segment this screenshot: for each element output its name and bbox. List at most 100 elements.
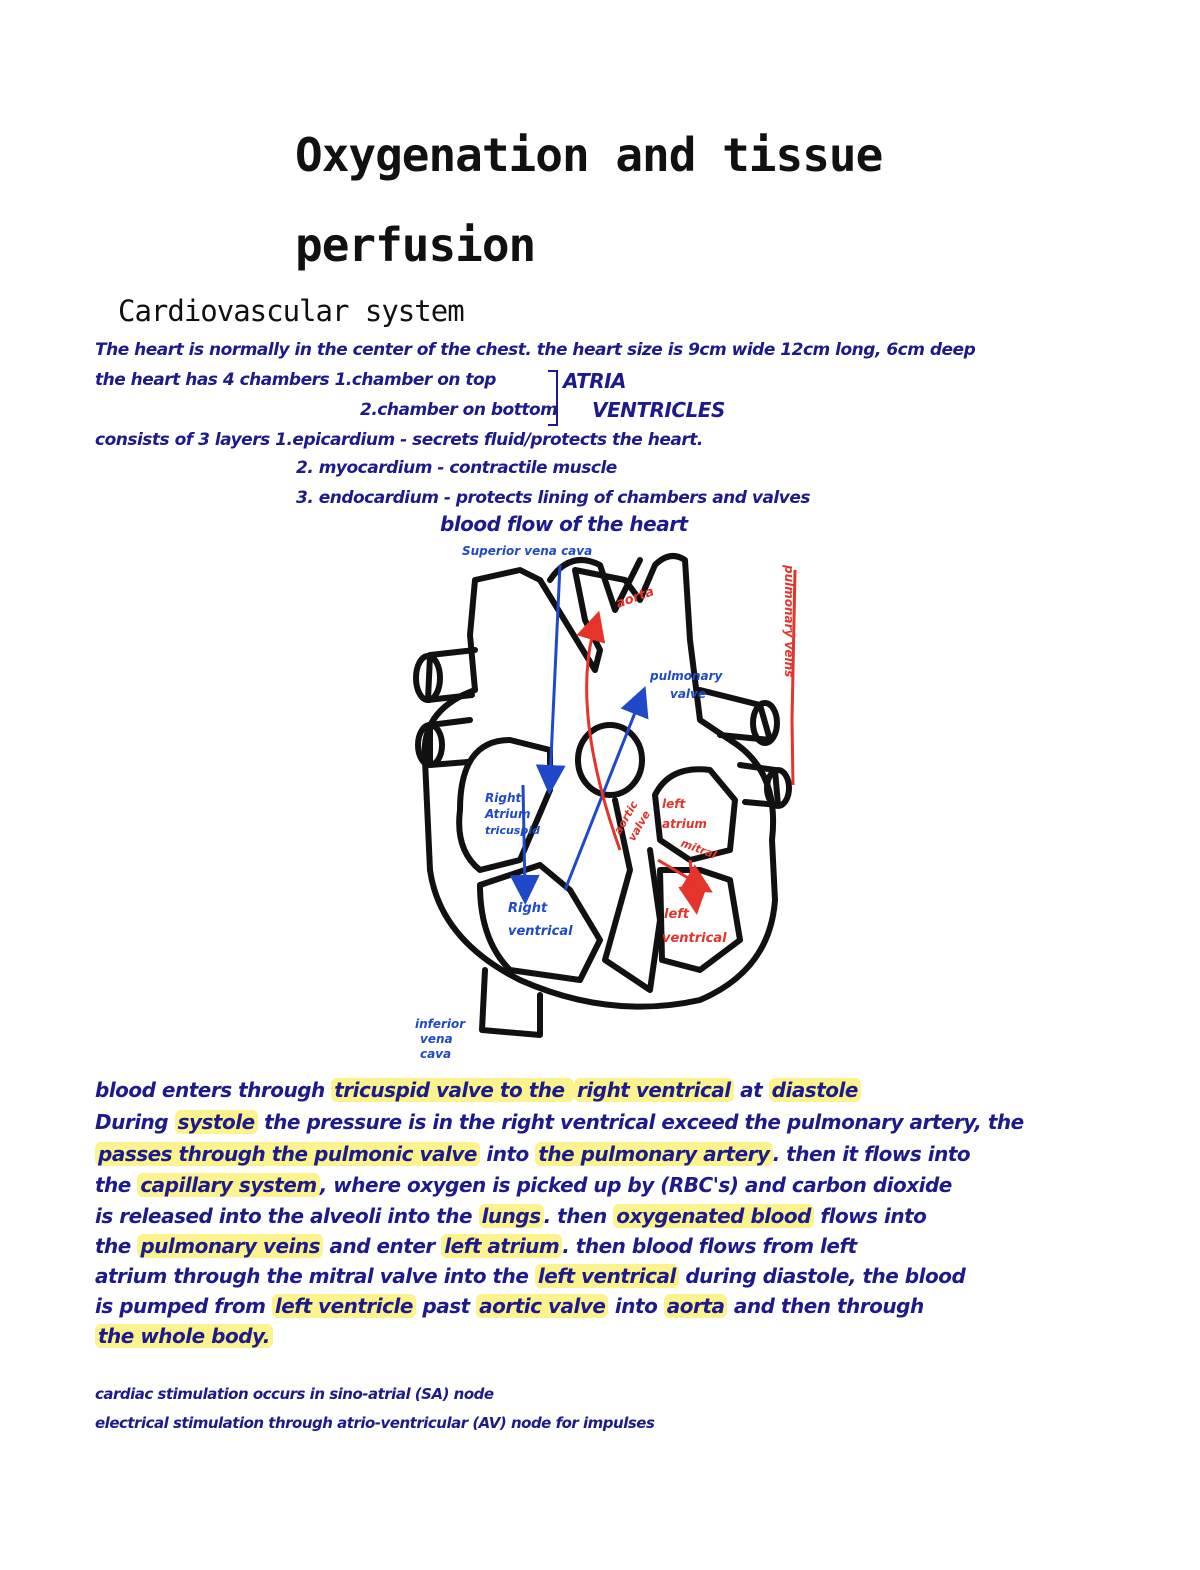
section-heading: Cardiovascular system: [118, 294, 465, 328]
text-segment: During: [95, 1110, 175, 1134]
flow-arrow-aorta: [576, 610, 622, 851]
paragraph-line-3: passes through the pulmonic valve into t…: [95, 1142, 971, 1166]
left-vessel-bottom-end: [415, 722, 445, 768]
label-inferior-1: inferior: [415, 1017, 466, 1031]
text-segment: and enter: [323, 1234, 442, 1258]
text-segment: . then it flows into: [772, 1142, 971, 1166]
note-layers-lead: consists of 3 layers: [95, 430, 270, 450]
flow-arrow-pulm-veins: [790, 569, 797, 786]
note-layer1: 1.epicardium - secrets fluid/protects th…: [275, 430, 703, 450]
highlight-segment: the pulmonary artery: [535, 1142, 773, 1166]
text-segment: the: [95, 1234, 138, 1258]
highlight-segment: pulmonary veins: [137, 1234, 324, 1258]
text-segment: blood enters through: [95, 1078, 332, 1102]
label-right-atrium-2: Atrium: [484, 807, 530, 821]
note-atria: ATRIA: [563, 369, 627, 393]
label-pulmonary-valve-2: valve: [670, 687, 706, 701]
note-layer2: 2. myocardium - contractile muscle: [296, 458, 617, 478]
highlight-segment: capillary system: [137, 1173, 320, 1197]
aorta-arch: [547, 557, 643, 613]
footer-note-2: electrical stimulation through atrio-ven…: [95, 1414, 655, 1432]
text-segment: at: [733, 1078, 769, 1102]
text-segment: flows into: [813, 1204, 927, 1228]
text-segment: past: [415, 1294, 477, 1318]
diagram-caption: blood flow of the heart: [440, 512, 688, 536]
text-segment: into: [479, 1142, 536, 1166]
paragraph-line-2: During systole the pressure is in the ri…: [95, 1110, 1024, 1134]
right-vessel-bottom-end: [764, 767, 792, 809]
label-right-atrium-3: tricuspid: [485, 824, 540, 837]
note-heart-size: The heart is normally in the center of t…: [95, 340, 976, 360]
paragraph-line-5: is released into the alveoli into the lu…: [95, 1204, 927, 1228]
text-segment: atrium through the mitral valve into the: [95, 1264, 535, 1288]
text-segment: during diastole, the blood: [678, 1264, 966, 1288]
note-chamber-top: 1.chamber on top: [334, 370, 497, 390]
text-segment: the: [95, 1173, 138, 1197]
highlight-segment: left ventrical: [534, 1264, 679, 1288]
text-segment: . then: [543, 1204, 614, 1228]
highlight-segment: oxygenated blood: [613, 1204, 814, 1228]
label-right-ventricle-1: Right: [508, 901, 548, 916]
highlight-segment: right ventrical: [574, 1078, 734, 1102]
right-vessel-top: [697, 687, 773, 743]
heart-diagram: Superior vena cava aorta pulmonary veins…: [413, 544, 797, 1061]
highlight-segment: systole: [174, 1110, 258, 1134]
label-inferior-3: cava: [420, 1047, 451, 1061]
paragraph-line-4: the capillary system, where oxygen is pi…: [95, 1173, 952, 1197]
paragraph-line-8: is pumped from left ventricle past aorti…: [95, 1294, 924, 1318]
highlight-segment: aortic valve: [476, 1294, 609, 1318]
note-layer3: 3. endocardium - protects lining of cham…: [296, 488, 810, 508]
text-segment: and then through: [727, 1294, 924, 1318]
left-atrium-wall: [652, 766, 738, 863]
highlight-segment: aorta: [663, 1294, 728, 1318]
right-atrium-wall: [456, 737, 553, 873]
page-title-line1: Oxygenation and tissue: [295, 128, 883, 182]
highlight-segment: tricuspid valve to the: [331, 1078, 575, 1102]
note-layers: consists of 3 layers 1.epicardium - secr…: [95, 430, 703, 450]
left-vessel-top: [425, 647, 478, 703]
flow-arrow-ra-rv: [509, 784, 540, 905]
left-vessel-bottom: [427, 717, 473, 768]
right-ventricle-wall: [477, 862, 603, 983]
right-vessel-top-end: [750, 700, 780, 746]
label-right-atrium-1: Right: [485, 791, 522, 805]
label-superior-vena-cava: Superior vena cava: [462, 544, 592, 558]
page-title-line2: perfusion: [295, 218, 536, 272]
right-vessel-bottom: [737, 762, 781, 808]
label-pulmonary-valve-1: pulmonary: [649, 669, 724, 683]
valve-oval: [575, 722, 645, 798]
label-inferior-2: vena: [420, 1032, 453, 1046]
text-segment: is released into the alveoli into the: [95, 1204, 479, 1228]
flow-arrow-lv: [678, 859, 709, 915]
left-vessel-top-end: [413, 653, 443, 703]
highlight-segment: the whole body.: [95, 1324, 273, 1348]
text-segment: into: [608, 1294, 664, 1318]
paragraph-line-7: atrium through the mitral valve into the…: [95, 1264, 966, 1288]
inferior-vena-cava: [479, 967, 543, 1038]
label-pulmonary-veins: pulmonary veins: [782, 564, 796, 677]
note-chamber-bottom: 2.chamber on bottom: [360, 400, 558, 420]
note-chambers-lead: the heart has 4 chambers: [95, 370, 330, 390]
footer-note-1: cardiac stimulation occurs in sino-atria…: [95, 1385, 494, 1403]
label-left-atrium-2: atrium: [662, 817, 707, 831]
flow-arrow-svc: [535, 564, 566, 795]
label-left-atrium-1: left: [662, 797, 686, 811]
note-ventricles: VENTRICLES: [592, 398, 725, 422]
chamber-bracket: [548, 370, 558, 426]
note-chambers: the heart has 4 chambers 1.chamber on to…: [95, 370, 496, 390]
text-segment: the pressure is in the right ventrical e…: [257, 1110, 1024, 1134]
label-left-ventricle-1: left: [664, 907, 690, 922]
highlight-segment: left ventricle: [271, 1294, 416, 1318]
paragraph-line-1: blood enters through tricuspid valve to …: [95, 1078, 861, 1102]
text-segment: , where oxygen is picked up by (RBC's) a…: [319, 1173, 953, 1197]
label-aorta: aorta: [614, 584, 656, 611]
paragraph-line-9: the whole body.: [95, 1324, 273, 1348]
heart-outline: [421, 553, 778, 1010]
highlight-segment: diastole: [768, 1078, 861, 1102]
text-segment: is pumped from: [95, 1294, 272, 1318]
highlight-segment: lungs: [478, 1204, 544, 1228]
label-right-ventricle-2: ventrical: [508, 924, 573, 939]
highlight-segment: left atrium: [441, 1234, 563, 1258]
label-left-ventricle-2: ventrical: [662, 931, 727, 946]
text-segment: . then blood flows from left: [562, 1234, 857, 1258]
